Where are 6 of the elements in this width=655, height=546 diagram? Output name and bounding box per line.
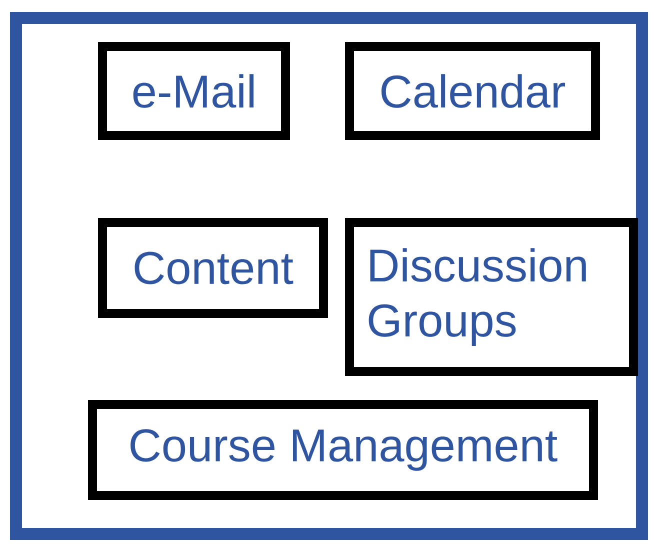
text-box: Calendar bbox=[345, 42, 600, 140]
outer-frame bbox=[10, 12, 648, 540]
text-box: Course Management bbox=[88, 400, 598, 500]
text-box: e-Mail bbox=[98, 42, 290, 140]
text-box: Content bbox=[98, 218, 328, 318]
text-box: Discussion Groups bbox=[345, 218, 638, 376]
